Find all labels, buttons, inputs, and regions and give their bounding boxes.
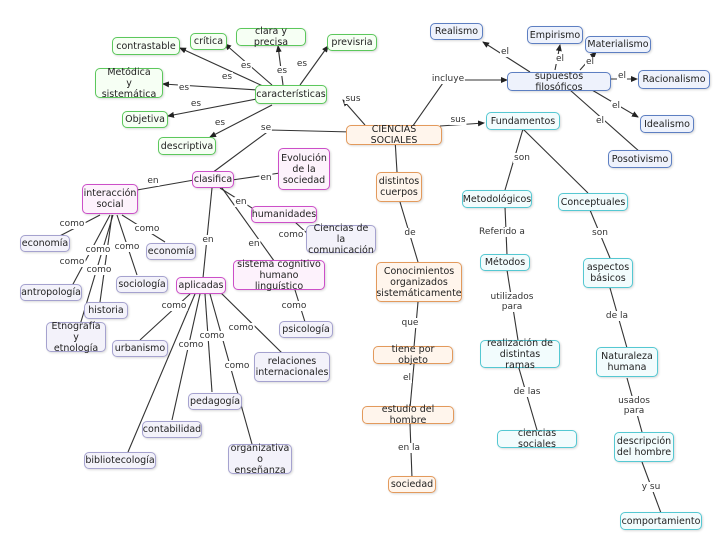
node-clasifica[interactable]: clasifica xyxy=(192,171,234,188)
node-realismo[interactable]: Realismo xyxy=(430,23,483,40)
edge-label-en-3: en xyxy=(234,197,248,207)
node-racionalismo[interactable]: Racionalismo xyxy=(638,70,710,89)
edge-label-sus-2: sus xyxy=(449,115,467,125)
node-supuestos-filosoficos[interactable]: supuestos filosóficos xyxy=(507,71,611,93)
edge-label-son-1: son xyxy=(513,153,531,163)
edge-label-como-12: como xyxy=(177,340,205,350)
node-ciencias-comunicacion[interactable]: Ciencias de la comunicación xyxy=(306,223,376,256)
edge-label-el-3: el xyxy=(584,57,596,67)
edge-label-en-4: en xyxy=(247,239,261,249)
edge-label-en-5: en xyxy=(201,235,215,245)
node-materialismo[interactable]: Materialismo xyxy=(585,36,651,53)
edge-label-en-2: en xyxy=(259,173,273,183)
edge-label-como-5: como xyxy=(113,242,141,252)
node-antropologia[interactable]: antropología xyxy=(20,284,82,301)
node-economia-2[interactable]: economía xyxy=(146,243,196,260)
edge-label-como-11: como xyxy=(198,331,226,341)
edge-label-en-la: en la xyxy=(396,443,422,453)
edge-label-se: se xyxy=(259,123,273,133)
node-conceptuales[interactable]: Conceptuales xyxy=(558,193,628,211)
edge-label-es-3: es xyxy=(275,66,289,76)
node-distintos-cuerpos[interactable]: distintos cuerpos xyxy=(376,172,422,202)
edge-label-es-1: es xyxy=(220,72,234,82)
node-etnografia[interactable]: Etnografía y etnología xyxy=(46,321,106,354)
node-historia[interactable]: historia xyxy=(84,302,128,319)
node-bibliotecologia[interactable]: bibliotecología xyxy=(84,452,156,469)
edge-label-como-2: como xyxy=(84,245,112,255)
node-contabilidad[interactable]: contabilidad xyxy=(142,421,202,438)
edge-label-como-8: como xyxy=(280,301,308,311)
edge-label-y-su: y su xyxy=(640,482,662,492)
edge-label-el-1: el xyxy=(499,47,511,57)
edge-label-es-5: es xyxy=(177,83,191,93)
node-urbanismo[interactable]: urbanismo xyxy=(112,340,168,357)
node-empirismo[interactable]: Empirismo xyxy=(527,26,583,44)
edge-label-como-1: como xyxy=(58,219,86,229)
edge-label-usados: usados para xyxy=(617,396,651,416)
node-sociologia[interactable]: sociología xyxy=(116,276,168,293)
node-metodica[interactable]: Metódica y sistemática xyxy=(95,67,163,100)
node-positivismo[interactable]: Posotivismo xyxy=(608,150,672,168)
edge-label-es-6: es xyxy=(189,99,203,109)
node-estudio-hombre[interactable]: estudio del hombre xyxy=(362,404,454,426)
edge-label-sus-1: sus xyxy=(344,94,362,104)
edge-label-son-2: son xyxy=(591,228,609,238)
edge-label-de-las: de las xyxy=(512,387,542,397)
edge-label-como-6: como xyxy=(133,224,161,234)
node-tiene-objeto[interactable]: tiene por objeto xyxy=(373,344,453,366)
edge-label-es-2: es xyxy=(239,61,253,71)
node-descriptiva[interactable]: descriptiva xyxy=(158,137,216,155)
edge-label-el-6: el xyxy=(594,116,606,126)
node-relaciones-internacionales[interactable]: relaciones internacionales xyxy=(254,352,330,382)
edge-label-como-10: como xyxy=(227,323,255,333)
edge-label-es-4: es xyxy=(295,59,309,69)
edge-label-de-la: de la xyxy=(604,311,630,321)
node-comportamiento[interactable]: comportamiento xyxy=(620,512,702,530)
node-humanidades[interactable]: humanidades xyxy=(251,206,317,223)
node-descripcion-hombre[interactable]: descripción del hombre xyxy=(614,432,674,462)
node-previsria[interactable]: previsria xyxy=(327,34,377,51)
edge-label-el-2: el xyxy=(554,54,566,64)
node-aplicadas[interactable]: aplicadas xyxy=(176,277,226,294)
node-caracteristicas[interactable]: características xyxy=(255,85,327,104)
node-aspectos-basicos[interactable]: aspectos básicos xyxy=(583,258,633,288)
node-ciencias-sociales-ramas[interactable]: ciencias sociales xyxy=(497,428,577,450)
node-pedagogia[interactable]: pedagogía xyxy=(188,393,242,410)
edge-label-el-7: el xyxy=(401,373,413,383)
edge-label-el-5: el xyxy=(610,101,622,111)
node-contrastable[interactable]: contrastable xyxy=(112,37,180,55)
node-economia-1[interactable]: economía xyxy=(20,235,70,252)
edge-label-como-9: como xyxy=(160,301,188,311)
edge-label-como-7: como xyxy=(277,230,305,240)
node-conocimientos[interactable]: Conocimientos organizados sistemáticamen… xyxy=(376,262,462,302)
node-realizacion-ramas[interactable]: realización de distintas ramas xyxy=(480,338,560,371)
node-sistema-cognitivo[interactable]: sistema cognitivo humano linguístico xyxy=(233,259,325,292)
node-psicologia[interactable]: psicología xyxy=(279,321,333,338)
node-organizativa[interactable]: organizativa o enseñanza xyxy=(228,443,292,476)
node-interaccion-social[interactable]: interacción social xyxy=(82,184,138,214)
edge-label-es-7: es xyxy=(213,118,227,128)
node-ciencias-sociales[interactable]: CIENCIAS SOCIALES xyxy=(346,124,442,146)
edge-label-como-3: como xyxy=(58,257,86,267)
edge-label-de: de xyxy=(403,228,417,238)
edge-label-utilizados: utilizados para xyxy=(489,292,535,312)
node-metodologicos[interactable]: Metodológicos xyxy=(462,190,532,208)
edge-label-incluye: incluye xyxy=(430,74,466,84)
edge-label-el-4: el xyxy=(616,71,628,81)
node-metodos[interactable]: Métodos xyxy=(480,254,530,271)
node-fundamentos[interactable]: Fundamentos xyxy=(486,112,560,130)
edge-label-como-4: como xyxy=(85,265,113,275)
edge-label-que: que xyxy=(400,318,420,328)
node-objetiva[interactable]: Objetiva xyxy=(122,111,168,128)
node-naturaleza-humana[interactable]: Naturaleza humana xyxy=(596,347,658,377)
edge-label-en-1: en xyxy=(146,176,160,186)
node-evolucion-sociedad[interactable]: Evolución de la sociedad xyxy=(278,148,330,190)
node-sociedad[interactable]: sociedad xyxy=(388,476,436,493)
node-idealismo[interactable]: Idealismo xyxy=(640,115,694,133)
node-clara-precisa[interactable]: clara y precisa xyxy=(236,26,306,48)
edge-label-referido: Referido a xyxy=(478,227,526,237)
node-critica[interactable]: crítica xyxy=(190,33,227,50)
edge-label-como-13: como xyxy=(223,361,251,371)
